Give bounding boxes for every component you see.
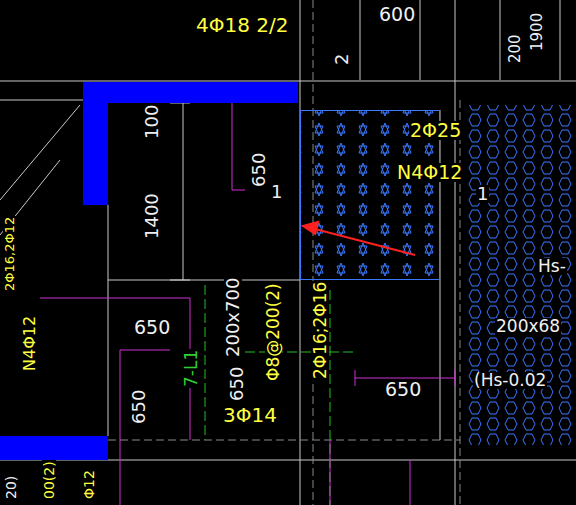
hatched-region: Hs- 200x68 (Hs-0.02 <box>465 105 576 445</box>
annotation-text: 650 <box>384 380 422 399</box>
rebar-note: (Hs-0.02 <box>473 372 547 389</box>
annotation-text: 4Φ18 2/2 <box>195 15 289 35</box>
annotation-text: 1 <box>476 185 489 203</box>
dimension-text: 7-L1 <box>183 349 200 388</box>
dimension-text: 650 <box>250 152 268 188</box>
dimension-text: 650 <box>130 389 148 425</box>
annotation-text: 1 <box>270 183 283 201</box>
dimension-text: Φ8@200(2) <box>265 282 282 382</box>
dimension-text: Φ12 <box>82 469 96 500</box>
dimension-text: 00(2) <box>42 460 56 500</box>
dimension-text: N4Φ12 <box>22 315 38 372</box>
rebar-note: 2Φ25 <box>409 121 462 140</box>
dimension-text: 200x700 <box>224 277 242 358</box>
annotation-text: 650 <box>133 318 171 337</box>
dimension-text: 20) <box>4 475 18 500</box>
dimension-text: 1900 <box>530 12 545 52</box>
dimension-text: 200 <box>508 33 523 64</box>
dimension-text: 1400 <box>143 192 161 240</box>
annotation-text: 600 <box>378 5 416 24</box>
dimension-text: 2 <box>333 53 351 66</box>
rebar-note: Hs- <box>537 258 567 275</box>
dimension-text: 650 <box>228 366 246 402</box>
rebar-note: N4Φ12 <box>396 163 463 182</box>
rebar-note: 200x68 <box>495 318 561 335</box>
annotation-text: 3Φ14 <box>222 405 278 425</box>
column-section: 2Φ25N4Φ12 <box>300 110 440 280</box>
dimension-text: 2Φ16,2Φ12 <box>3 216 16 292</box>
dimension-text: 100 <box>143 104 161 140</box>
dimension-text: 2Φ16;2Φ16 <box>312 281 329 380</box>
